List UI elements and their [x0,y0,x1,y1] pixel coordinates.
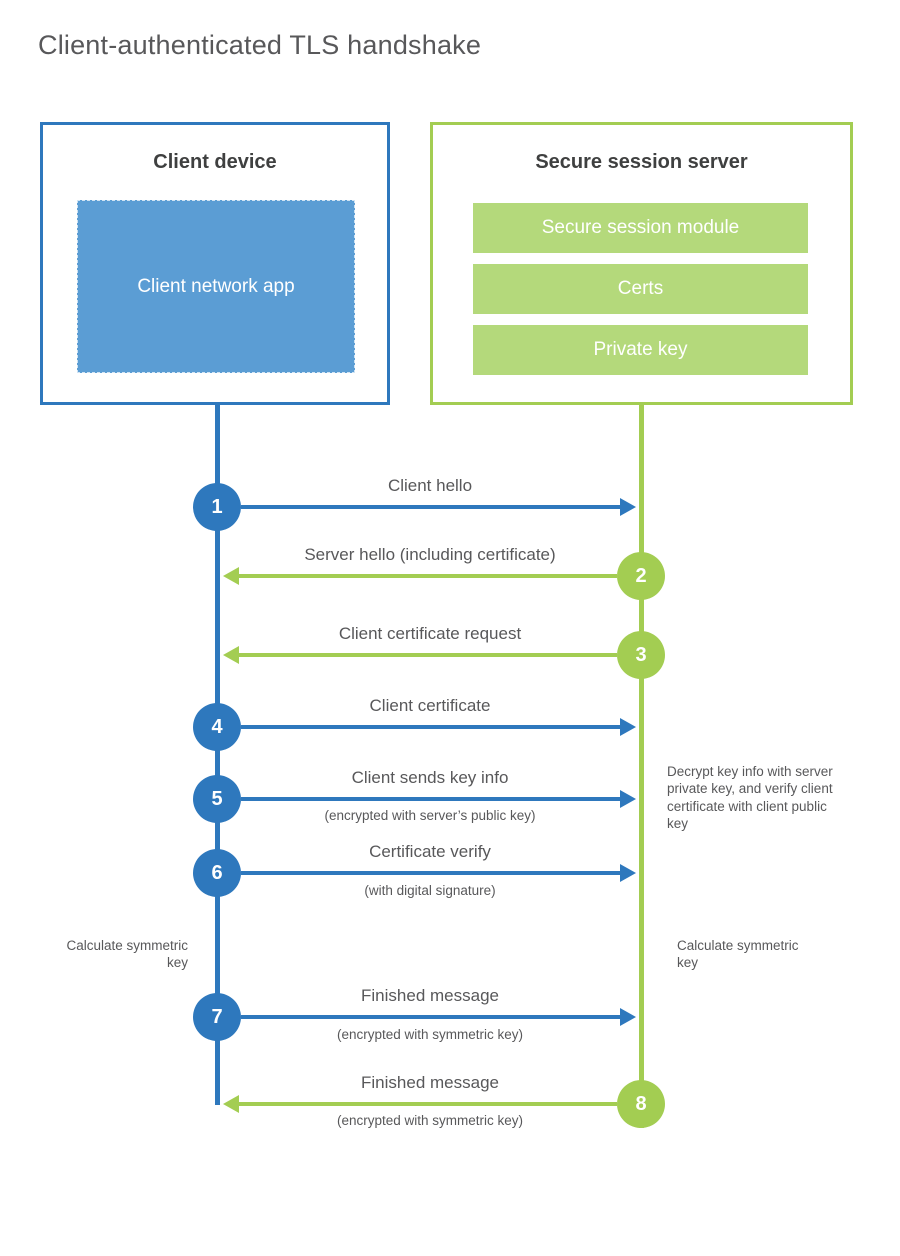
message-1-label: Client hello [387,476,473,495]
client-device-title: Client device [153,151,277,173]
message-8-sublabel: (encrypted with symmetric key) [336,1113,524,1128]
message-7-label: Finished message [361,986,499,1005]
calculate-symmetric-key-left: Calculate symmetric key [66,938,188,971]
message-1-arrow-right [241,498,636,516]
message-7-arrow-right [241,1008,636,1026]
secure-session-server-title: Secure session server [535,151,748,173]
server-module-private-key: Private key [473,325,808,375]
step-4-circle: 4 [193,703,241,751]
step-1-circle: 1 [193,483,241,531]
message-6-arrow-right [241,864,636,882]
server-module-secure-session: Secure session module [473,203,808,253]
message-3-arrow-left [223,646,617,664]
client-lifeline [215,405,220,1105]
message-5-arrow-right [241,790,636,808]
message-5-sublabel: (encrypted with server’s public key) [324,808,536,823]
message-6-sublabel: (with digital signature) [364,883,496,898]
secure-session-server-box: Secure session server Secure session mod… [430,122,853,405]
page-title: Client-authenticated TLS handshake [38,30,482,60]
message-2-arrow-left [223,567,617,585]
step-7-circle: 7 [193,993,241,1041]
message-2-label: Server hello (including certificate) [304,545,556,564]
message-6-label: Certificate verify [369,842,491,861]
step-6-circle: 6 [193,849,241,897]
calculate-symmetric-key-right: Calculate symmetric key [677,938,799,971]
message-8-arrow-left [223,1095,617,1113]
client-network-app-box: Client network app [77,200,355,373]
message-4-label: Client certificate [369,696,491,715]
server-lifeline [639,405,644,1128]
client-device-box: Client device Client network app [40,122,390,405]
client-network-app-label: Client network app [137,275,295,297]
decrypt-note: Decrypt key info with server private key… [667,764,833,831]
message-4-arrow-right [241,718,636,736]
server-module-certs: Certs [473,264,808,314]
step-5-circle: 5 [193,775,241,823]
message-3-label: Client certificate request [338,624,522,643]
message-8-label: Finished message [361,1073,499,1092]
message-5-label: Client sends key info [351,768,509,787]
step-2-circle: 2 [617,552,665,600]
message-7-sublabel: (encrypted with symmetric key) [336,1027,524,1042]
step-8-circle: 8 [617,1080,665,1128]
step-3-circle: 3 [617,631,665,679]
